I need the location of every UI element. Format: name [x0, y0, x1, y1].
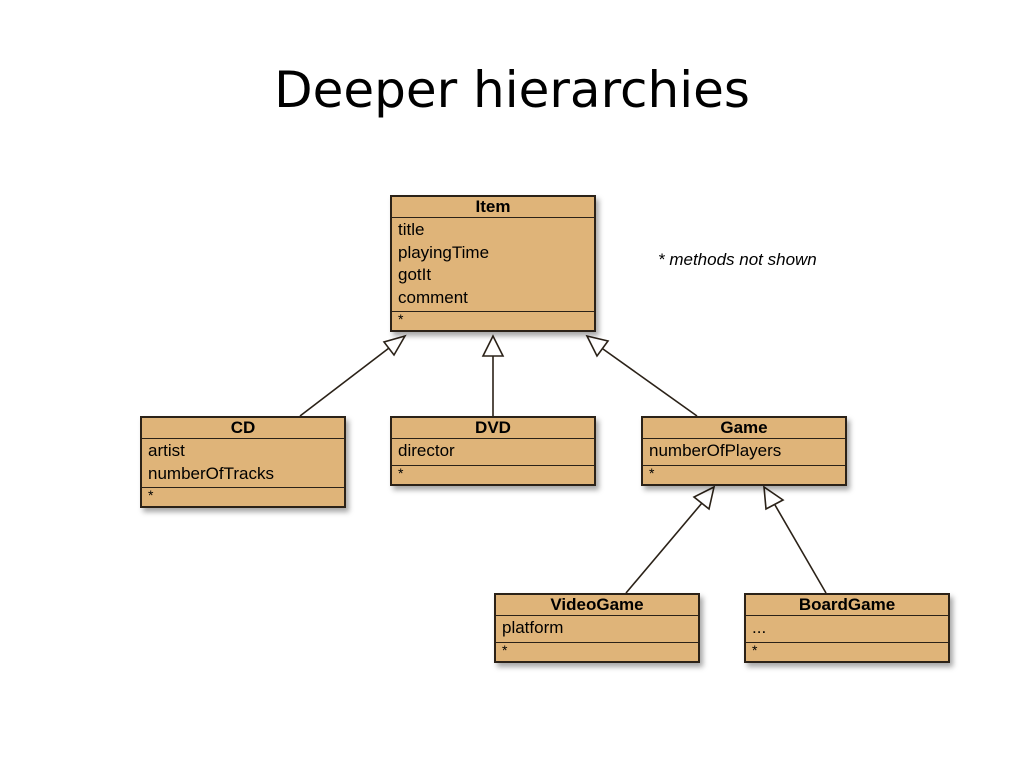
methods-placeholder: * [752, 641, 758, 658]
attribute: ... [752, 618, 767, 637]
inheritance-arrowhead-game-item [585, 334, 610, 358]
inheritance-arrowhead-boardgame-game [763, 485, 785, 511]
methods-note: * methods not shown [658, 250, 817, 269]
class-name: VideoGame [496, 595, 698, 616]
inheritance-line-boardgame-game [774, 504, 827, 594]
inheritance-arrowhead-cd-item [382, 334, 407, 357]
methods-placeholder: * [649, 464, 655, 481]
class-boardgame: BoardGame ... * [744, 593, 950, 663]
inheritance-arrowhead-dvd-item [481, 334, 505, 357]
attribute: gotIt [398, 265, 432, 284]
class-videogame: VideoGame platform * [494, 593, 700, 663]
attribute: playingTime [398, 242, 490, 262]
attribute-list: director [392, 439, 594, 466]
class-name: DVD [392, 418, 594, 439]
class-dvd: DVD director * [390, 416, 596, 486]
attribute-list: numberOfPlayers [643, 439, 845, 466]
attribute-list: ... [746, 616, 948, 643]
attribute: title [398, 220, 425, 239]
inheritance-line-cd-item [299, 347, 390, 417]
attribute: numberOfTracks [148, 463, 274, 483]
class-game: Game numberOfPlayers * [641, 416, 847, 486]
class-item: Item title playingTime gotIt comment * [390, 195, 596, 332]
class-name: BoardGame [746, 595, 948, 616]
attribute: platform [502, 618, 564, 637]
inheritance-line-game-item [602, 348, 698, 417]
attribute: artist [148, 441, 185, 460]
methods-placeholder: * [398, 464, 404, 481]
class-name: CD [142, 418, 344, 439]
inheritance-arrowhead-videogame-game [692, 485, 716, 511]
class-name: Item [392, 197, 594, 218]
attribute-list: title playingTime gotIt comment [392, 218, 594, 312]
class-cd: CD artist numberOfTracks * [140, 416, 346, 508]
methods-placeholder: * [502, 641, 508, 658]
attribute: numberOfPlayers [649, 441, 782, 460]
class-name: Game [643, 418, 845, 439]
methods-placeholder: * [398, 311, 404, 327]
methods-placeholder: * [148, 487, 154, 503]
slide-title: Deeper hierarchies [274, 61, 750, 119]
attribute: director [398, 441, 455, 460]
attribute-list: platform [496, 616, 698, 643]
inheritance-line-videogame-game [625, 502, 703, 594]
attribute: comment [398, 287, 468, 307]
attribute-list: artist numberOfTracks [142, 439, 344, 488]
